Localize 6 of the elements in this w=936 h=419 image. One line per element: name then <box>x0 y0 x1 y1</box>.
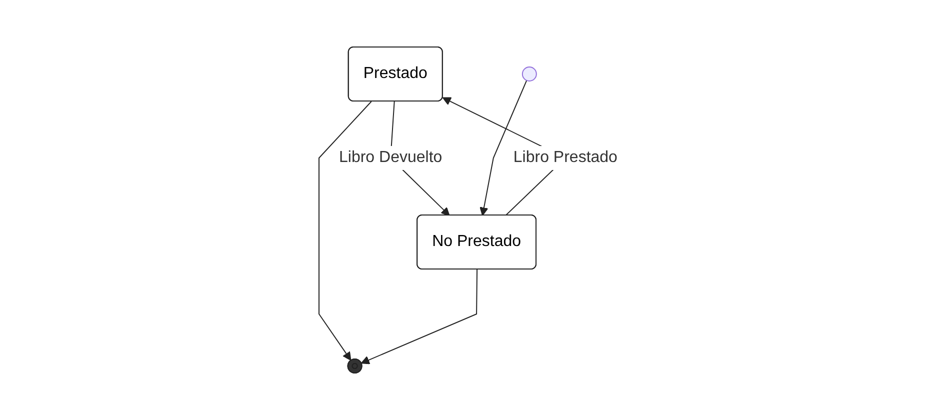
node-circle <box>522 66 537 81</box>
edge-label: Libro Prestado <box>513 148 618 166</box>
edge-label: Libro Devuelto <box>338 148 442 166</box>
arrow <box>479 79 527 216</box>
arrow <box>318 100 372 360</box>
arrow <box>360 268 478 364</box>
